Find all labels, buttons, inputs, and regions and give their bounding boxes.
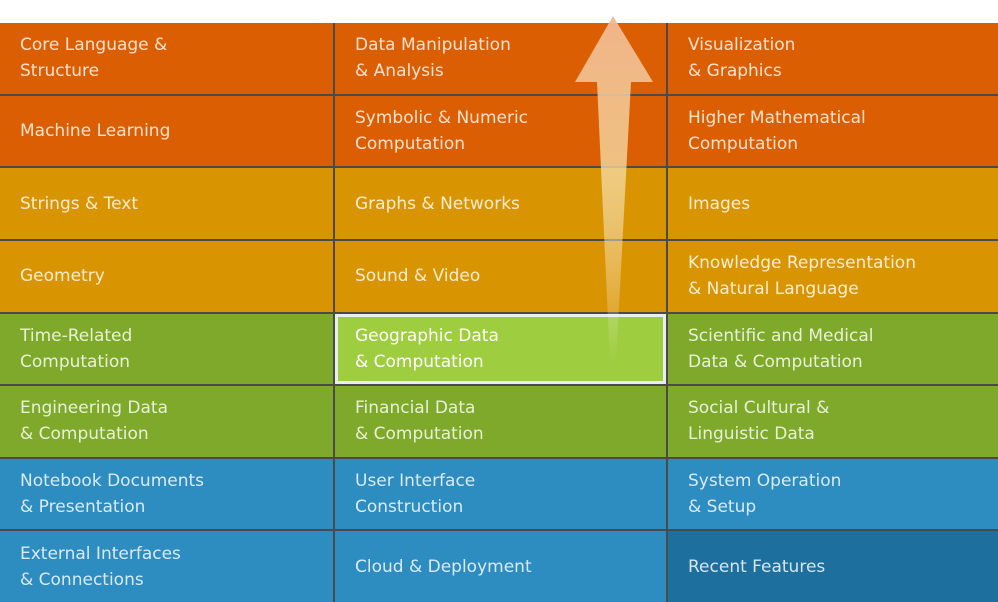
category-cell-cloud-deployment[interactable]: Cloud & Deployment xyxy=(335,531,666,602)
category-label: Cloud & Deployment xyxy=(355,556,532,577)
category-cell-engineering-data-computation[interactable]: Engineering Data & Computation xyxy=(0,386,333,457)
category-label: External Interfaces & Connections xyxy=(20,543,181,590)
category-label: Sound & Video xyxy=(355,266,481,287)
category-cell-machine-learning[interactable]: Machine Learning xyxy=(0,95,333,167)
category-grid: Core Language & Structure Data Manipulati… xyxy=(0,23,998,602)
category-cell-sound-video[interactable]: Sound & Video xyxy=(335,240,666,312)
category-label: Core Language & Structure xyxy=(20,35,168,82)
category-label: Data Manipulation & Analysis xyxy=(355,35,511,82)
category-cell-symbolic-numeric-computation[interactable]: Symbolic & Numeric Computation xyxy=(335,95,666,167)
category-cell-recent-features[interactable]: Recent Features xyxy=(668,531,998,602)
category-label: Geographic Data & Computation xyxy=(355,325,499,372)
category-cell-graphs-networks[interactable]: Graphs & Networks xyxy=(335,168,666,239)
category-cell-notebook-documents-presentation[interactable]: Notebook Documents & Presentation xyxy=(0,458,333,530)
category-label: Strings & Text xyxy=(20,193,139,214)
category-label: Images xyxy=(688,193,751,214)
category-cell-strings-text[interactable]: Strings & Text xyxy=(0,168,333,239)
category-cell-external-interfaces-connections[interactable]: External Interfaces & Connections xyxy=(0,531,333,602)
category-label: Visualization & Graphics xyxy=(688,35,796,82)
category-cell-knowledge-representation-natural-language[interactable]: Knowledge Representation & Natural Langu… xyxy=(668,240,998,312)
category-cell-data-manipulation-analysis[interactable]: Data Manipulation & Analysis xyxy=(335,23,666,94)
category-cell-time-related-computation[interactable]: Time-Related Computation xyxy=(0,313,333,385)
category-label: Graphs & Networks xyxy=(355,193,520,214)
category-label: Notebook Documents & Presentation xyxy=(20,471,205,518)
category-label: Geometry xyxy=(20,266,105,287)
category-label: System Operation & Setup xyxy=(688,471,842,518)
category-cell-core-language-structure[interactable]: Core Language & Structure xyxy=(0,23,333,94)
category-label: Machine Learning xyxy=(20,120,171,141)
category-label: Recent Features xyxy=(688,556,826,577)
category-label: User Interface Construction xyxy=(355,471,476,518)
category-label: Social Cultural & Linguistic Data xyxy=(688,398,830,445)
category-cell-visualization-graphics[interactable]: Visualization & Graphics xyxy=(668,23,998,94)
category-cell-geometry[interactable]: Geometry xyxy=(0,240,333,312)
category-label: Time-Related Computation xyxy=(20,325,133,372)
category-cell-user-interface-construction[interactable]: User Interface Construction xyxy=(335,458,666,530)
category-label: Engineering Data & Computation xyxy=(20,398,168,445)
category-label: Financial Data & Computation xyxy=(355,398,484,445)
category-cell-geographic-data-computation[interactable]: Geographic Data & Computation xyxy=(335,313,666,385)
category-cell-system-operation-setup[interactable]: System Operation & Setup xyxy=(668,458,998,530)
category-label: Symbolic & Numeric Computation xyxy=(355,107,529,154)
category-label: Scientific and Medical Data & Computatio… xyxy=(688,325,874,372)
category-cell-higher-mathematical-computation[interactable]: Higher Mathematical Computation xyxy=(668,95,998,167)
category-label: Higher Mathematical Computation xyxy=(688,107,866,154)
category-cell-social-cultural-linguistic-data[interactable]: Social Cultural & Linguistic Data xyxy=(668,386,998,457)
category-cell-scientific-and-medical-data-computation[interactable]: Scientific and Medical Data & Computatio… xyxy=(668,313,998,385)
category-cell-images[interactable]: Images xyxy=(668,168,998,239)
category-cell-financial-data-computation[interactable]: Financial Data & Computation xyxy=(335,386,666,457)
category-label: Knowledge Representation & Natural Langu… xyxy=(688,253,916,300)
